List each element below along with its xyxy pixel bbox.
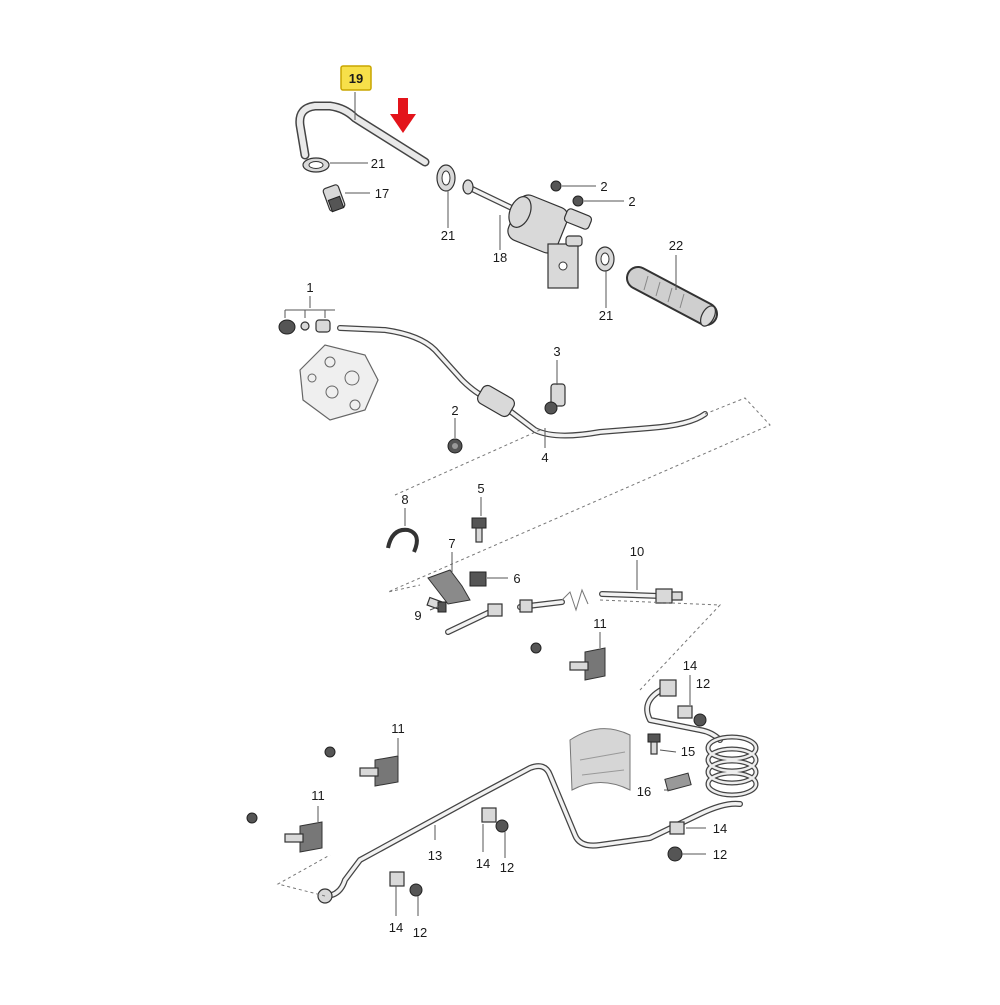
fitting-part-3 [544, 383, 566, 415]
label-19-highlighted: 19 [340, 65, 372, 91]
fuel-line-part-4 [337, 325, 708, 439]
dash-connector [276, 854, 331, 897]
engine-block [299, 344, 379, 421]
part-label: 14 [389, 920, 403, 935]
nut-part-12 [693, 713, 707, 727]
part-label: 12 [713, 847, 727, 862]
clip-ring-part-8 [386, 527, 419, 553]
bracket-part-7 [427, 569, 471, 605]
part-label: 12 [413, 925, 427, 940]
part-label: 11 [593, 616, 607, 631]
part-label: 16 [637, 784, 651, 799]
part-label: 7 [448, 536, 455, 551]
part-label: 1 [306, 280, 313, 295]
fitting-part-17 [322, 184, 346, 213]
part-label: 15 [681, 744, 695, 759]
part-label: 2 [600, 179, 607, 194]
part-label: 14 [683, 658, 697, 673]
down-arrow-icon [390, 98, 416, 133]
part-label: 13 [428, 848, 442, 863]
body-bracket [569, 728, 692, 792]
part-label: 2 [451, 403, 458, 418]
clip-part-14 [669, 821, 685, 835]
hose-part-22 [626, 266, 718, 327]
fitting-part-1 [278, 319, 331, 335]
part-label: 21 [441, 228, 455, 243]
fuel-line-segment [445, 588, 589, 635]
fuel-line-part-13 [317, 679, 743, 904]
nut-part-2 [572, 195, 584, 207]
part-label: 22 [669, 238, 683, 253]
clamp-part-21 [595, 246, 615, 272]
part-label: 4 [541, 450, 548, 465]
bolt-part-5 [471, 517, 487, 543]
part-label: 18 [493, 250, 507, 265]
nut-part-12 [495, 819, 509, 833]
part-label: 11 [311, 788, 325, 803]
part-label: 11 [391, 721, 405, 736]
pump-part-18 [462, 179, 593, 289]
clamp-part-21 [436, 164, 456, 192]
clamp-part-21 [302, 157, 330, 173]
fuel-line-part-10 [599, 588, 683, 604]
bolt-part-15 [647, 733, 661, 755]
nut-part-2 [447, 438, 463, 454]
coil-part-13 [705, 734, 759, 798]
part-label: 9 [414, 608, 421, 623]
part-label: 3 [553, 344, 560, 359]
nut-part-12 [409, 883, 423, 897]
part-label: 12 [500, 860, 514, 875]
part-label: 12 [696, 676, 710, 691]
part-label: 14 [713, 821, 727, 836]
part-label: 2 [628, 194, 635, 209]
part-label: 14 [476, 856, 490, 871]
clip-part-14 [389, 871, 405, 887]
bracket-part-11 [246, 812, 323, 853]
dash-connector [387, 397, 771, 593]
bracket-part-11 [530, 642, 606, 681]
bracket-part-11 [324, 746, 399, 787]
label-text: 19 [349, 71, 363, 86]
clip-part-14 [481, 807, 497, 823]
clip-part-14 [677, 705, 693, 719]
part-label: 10 [630, 544, 644, 559]
clip-part-6 [469, 571, 487, 587]
hose-part-19 [295, 101, 430, 167]
leader-lines [284, 92, 706, 916]
part-label: 21 [599, 308, 613, 323]
nut-part-12 [667, 846, 683, 862]
part-label: 6 [513, 571, 520, 586]
dash-connector [599, 599, 722, 691]
part-label: 5 [477, 481, 484, 496]
dash-connector [394, 429, 541, 496]
nut-part-2 [550, 180, 562, 192]
part-label: 17 [375, 186, 389, 201]
part-label: 8 [401, 492, 408, 507]
part-label: 21 [371, 156, 385, 171]
